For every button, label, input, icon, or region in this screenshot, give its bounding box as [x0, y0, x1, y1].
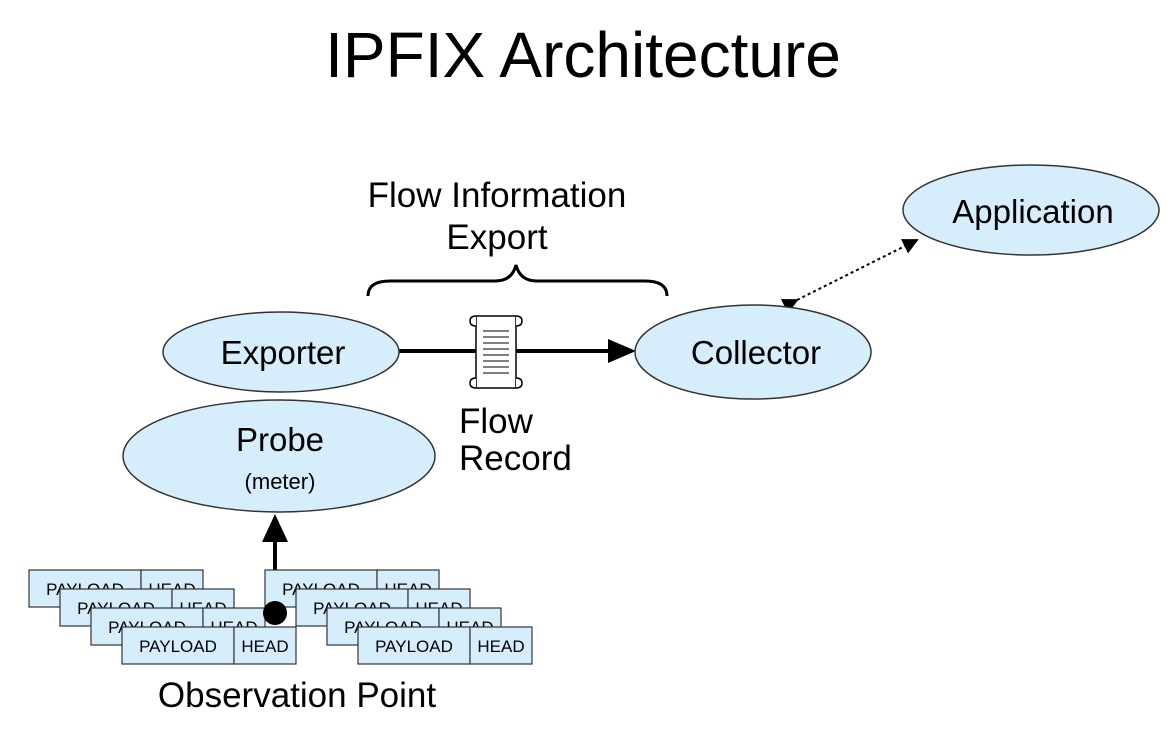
probe-sublabel: (meter) [245, 469, 316, 494]
flow-information-export-label-line2: Export [446, 218, 547, 257]
flow-record-label-line2: Record [459, 439, 572, 478]
observation-arrowhead [262, 514, 288, 542]
exporter-node: Exporter [162, 311, 400, 393]
packet-head-box [469, 626, 533, 665]
application-node: Application [902, 164, 1160, 256]
packet-payload-box [121, 626, 235, 665]
packet: PAYLOAD HEAD [357, 626, 533, 665]
flow-information-export-label-line1: Flow Information [368, 176, 627, 215]
packet-head-box [233, 626, 297, 665]
application-label: Application [952, 193, 1113, 230]
packet-head-label: HEAD [477, 637, 524, 656]
flow-record-scroll-icon [469, 315, 523, 389]
packet: PAYLOAD HEAD [121, 626, 297, 665]
exporter-label: Exporter [221, 334, 346, 371]
packet-head-label: HEAD [241, 637, 288, 656]
observation-point-label: Observation Point [158, 676, 436, 715]
diagram-title: IPFIX Architecture [325, 19, 841, 91]
packet-stacks: PAYLOADHEADPAYLOADHEADPAYLOADHEADPAYLOAD… [28, 569, 533, 665]
collector-application-link [780, 239, 919, 314]
collector-node: Collector [634, 304, 872, 400]
probe-label: Probe [236, 421, 324, 458]
curly-brace [366, 264, 669, 297]
probe-node: Probe (meter) [122, 399, 436, 513]
flow-record-label-line1: Flow [459, 402, 534, 441]
export-arrowhead [608, 339, 636, 363]
packet-payload-label: PAYLOAD [375, 637, 453, 656]
packet-payload-label: PAYLOAD [139, 637, 217, 656]
observation-point-dot [263, 601, 287, 625]
collector-label: Collector [691, 334, 821, 371]
